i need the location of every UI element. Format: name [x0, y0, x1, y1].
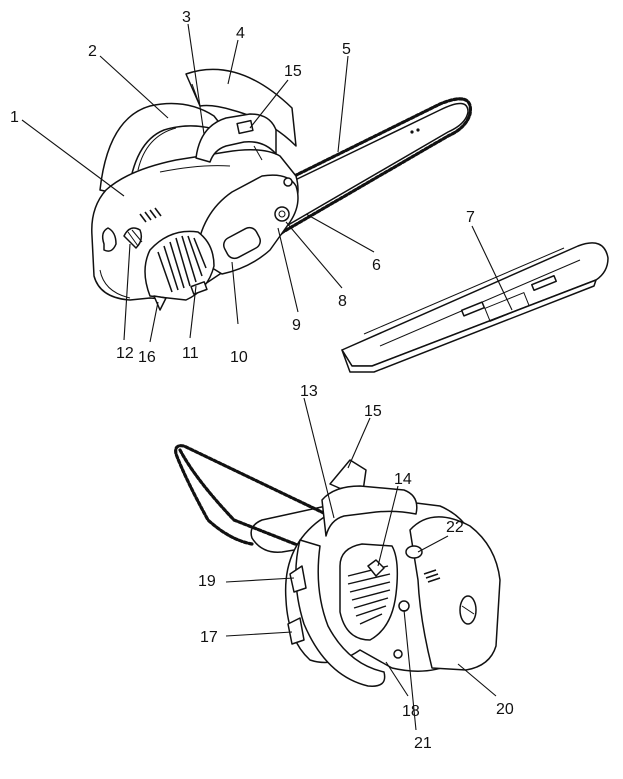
top-front-handle — [195, 113, 277, 163]
bottom-saw-chain — [174, 444, 382, 546]
callout-8: 8 — [338, 293, 347, 310]
callout-18: 18 — [402, 703, 420, 720]
callout-11: 11 — [182, 345, 199, 362]
callout-3: 3 — [182, 9, 191, 26]
bottom-chainsaw-illustration — [174, 444, 501, 687]
top-guide-bar — [261, 102, 469, 233]
callout-6: 6 — [372, 257, 381, 274]
guide-bar-edge — [341, 279, 597, 373]
callout-14: 14 — [394, 471, 412, 488]
bottom-front-handle — [295, 539, 386, 687]
bottom-rear-housing — [409, 516, 501, 671]
callout-2: 2 — [88, 43, 97, 60]
callout-labels: 1 2 3 4 5 6 7 8 9 10 11 12 13 14 15 15 1… — [10, 9, 514, 752]
callout-20: 20 — [496, 701, 514, 718]
top-cylinder-cover — [144, 230, 215, 301]
bottom-fuel-cap — [367, 559, 385, 577]
callout-5: 5 — [342, 41, 351, 58]
top-chain-catcher — [153, 295, 167, 311]
bottom-spike-bumper-lower — [287, 617, 305, 645]
callout-17: 17 — [200, 629, 218, 646]
bottom-top-handle — [321, 485, 418, 537]
top-starter-grip — [101, 227, 117, 252]
callout-19: 19 — [198, 573, 216, 590]
callout-12: 12 — [116, 345, 134, 362]
callout-15-bottom: 15 — [364, 403, 382, 420]
callout-13: 13 — [300, 383, 318, 400]
callout-21: 21 — [414, 735, 432, 752]
callout-7: 7 — [466, 209, 475, 226]
loose-guide-bar-illustration — [341, 242, 609, 373]
leader-lines — [21, 23, 513, 731]
callout-16: 16 — [138, 349, 156, 366]
bottom-oil-cap — [405, 545, 423, 559]
callout-15-top: 15 — [284, 63, 302, 80]
bottom-spike-bumper-upper — [289, 565, 307, 593]
callout-9: 9 — [292, 317, 301, 334]
callout-10: 10 — [230, 349, 248, 366]
top-chainsaw-illustration — [91, 68, 473, 311]
top-saw-chain — [260, 97, 473, 238]
top-sprocket-cover — [195, 174, 299, 275]
callout-1: 1 — [10, 109, 19, 126]
callout-22: 22 — [446, 519, 464, 536]
callout-4: 4 — [236, 25, 245, 42]
